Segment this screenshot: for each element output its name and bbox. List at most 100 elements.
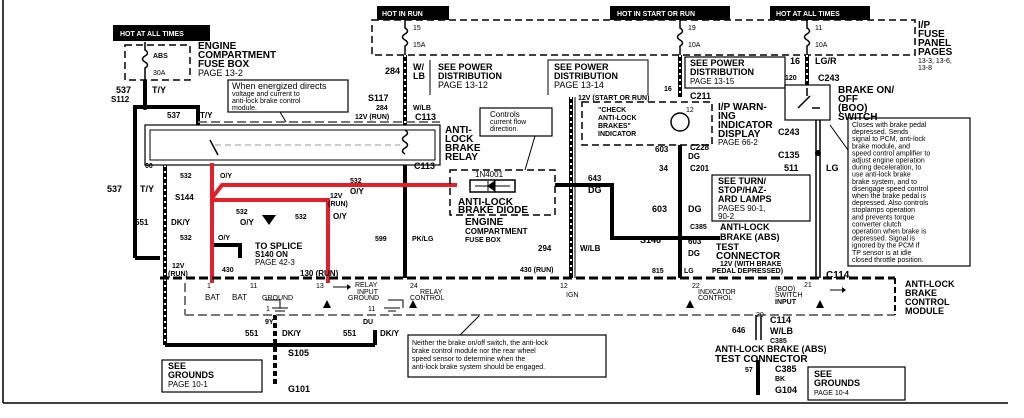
svg-text:FUSE BOX: FUSE BOX [198,59,249,70]
svg-text:O/Y: O/Y [333,212,347,221]
ref-grounds-10-4: SEE GROUNDS PAGE 10-4 [807,366,906,401]
svg-text:C385: C385 [770,338,787,345]
svg-text:16: 16 [664,86,672,93]
ref-grounds-10-1: SEE GROUNDS PAGE 10-1 [161,359,263,393]
svg-text:12V (RUN): 12V (RUN) [355,114,389,121]
svg-text:12V (START OR RUN): 12V (START OR RUN) [578,95,649,102]
svg-text:INPUT: INPUT [775,299,797,306]
svg-text:TEST: TEST [716,242,740,252]
svg-text:HOT AT ALL TIMES: HOT AT ALL TIMES [120,31,184,38]
svg-text:C113: C113 [414,161,435,171]
svg-text:INDICATOR: INDICATOR [598,131,636,138]
svg-text:551: 551 [135,218,149,227]
svg-text:(BOO): (BOO) [775,286,795,293]
svg-text:24: 24 [410,283,418,290]
svg-text:PAGES: PAGES [918,47,953,58]
svg-text:11: 11 [250,283,257,290]
svg-text:1N4001: 1N4001 [475,170,504,179]
ref-power-13-14: SEE POWER DISTRIBUTION PAGE 13-14 [547,59,649,95]
note-switch-line: stoplamps operation [852,207,915,214]
svg-text:direction.: direction. [490,126,518,133]
svg-text:G101: G101 [288,384,310,394]
svg-text:DG: DG [688,204,702,214]
svg-text:603: 603 [655,145,669,154]
wires [133,55,821,395]
ref-power-13-12: SEE POWER DISTRIBUTION PAGE 13-12 [429,60,502,95]
svg-text:S105: S105 [288,348,309,358]
ground-icon [323,300,331,308]
svg-text:22: 22 [692,283,700,290]
svg-text:DK/Y: DK/Y [380,329,400,338]
svg-text:13-8: 13-8 [918,65,932,72]
svg-text:Neither the brake on/off switc: Neither the brake on/off switch, the ant… [412,340,549,347]
svg-text:CONTROL: CONTROL [905,297,950,307]
svg-text:LG: LG [684,268,694,275]
svg-text:BRAKE DIODE: BRAKE DIODE [458,205,528,216]
svg-text:LB: LB [413,71,425,81]
svg-text:module.: module. [232,105,257,112]
svg-text:brake control module nor the r: brake control module nor the rear wheel [412,348,536,355]
svg-text:ANTI-LOCK: ANTI-LOCK [458,197,514,208]
note-switch-line: disengage speed control [852,186,929,193]
svg-text:GROUNDS: GROUNDS [168,370,214,380]
abs-test-connector-upper: ANTI-LOCK BRAKE (ABS) TEST CONNECTOR 12V… [712,222,783,275]
svg-text:I/P: I/P [918,20,931,31]
hot-in-start-or-run-header: HOT IN START OR RUN [610,6,730,20]
svg-text:12V: 12V [330,193,343,200]
svg-text:O/Y: O/Y [240,218,254,227]
ground-icon [686,300,694,308]
note-switch [829,117,971,267]
svg-text:TO SPLICE: TO SPLICE [255,241,302,251]
svg-text:PAGE 13-14: PAGE 13-14 [554,80,604,90]
svg-text:LG: LG [826,163,839,173]
svg-text:CONNECTOR: CONNECTOR [716,251,781,262]
svg-text:ANTI-LOCK: ANTI-LOCK [905,279,955,289]
svg-text:T/Y: T/Y [152,85,166,95]
svg-text:PAGE 42-3: PAGE 42-3 [255,258,295,267]
svg-text:34: 34 [659,164,668,173]
svg-text:RELAY: RELAY [445,152,478,163]
ground-icon [384,299,404,312]
svg-text:anti-lock brake system should: anti-lock brake system should be engaged… [412,364,545,371]
svg-text:15A: 15A [413,42,426,49]
svg-text:T/Y: T/Y [200,111,213,120]
svg-text:STOP/HAZ-: STOP/HAZ- [718,185,766,195]
svg-text:voltage and current to: voltage and current to [232,91,300,98]
svg-text:DG: DG [588,185,602,195]
svg-text:S112: S112 [111,95,130,104]
hot-at-all-times-header-right: HOT AT ALL TIMES [770,6,870,20]
svg-text:FUSE: FUSE [918,29,945,40]
svg-text:C385: C385 [775,364,797,374]
svg-text:90-2: 90-2 [718,212,735,221]
svg-text:(RUN): (RUN) [328,201,348,208]
svg-text:ABS: ABS [153,53,168,60]
svg-text:ANTI-LOCK: ANTI-LOCK [720,222,770,232]
svg-text:W/LB: W/LB [413,105,431,112]
svg-text:130 (RUN): 130 (RUN) [300,269,339,278]
svg-text:PANEL: PANEL [918,38,951,49]
svg-text:MODULE: MODULE [905,306,944,316]
svg-text:COMPARTMENT: COMPARTMENT [465,227,528,236]
svg-text:S146: S146 [640,235,661,245]
splice-icon [262,215,276,225]
svg-text:603: 603 [688,237,702,246]
svg-text:C135: C135 [778,150,800,160]
svg-text:O/Y: O/Y [218,235,230,242]
svg-text:599: 599 [375,236,387,243]
note-switch-line: depressed. Sends [852,129,909,136]
svg-text:551: 551 [245,329,259,338]
hot-in-run-header: HOT IN RUN [377,6,449,20]
note-switch-line: and prevents torque [852,214,914,221]
svg-text:ANTI-: ANTI- [445,125,472,136]
svg-text:12V: 12V [172,263,185,270]
svg-text:SEE POWER: SEE POWER [690,58,745,68]
svg-text:SWITCH: SWITCH [775,292,803,299]
svg-text:1: 1 [266,306,270,313]
ground-icon [265,299,288,312]
svg-text:W/: W/ [413,62,424,72]
svg-text:646: 646 [732,326,746,335]
svg-text:"CHECK: "CHECK [598,107,626,114]
svg-text:DISTRIBUTION: DISTRIBUTION [438,71,502,81]
note-diode: Controls current flow direction. [479,107,553,171]
